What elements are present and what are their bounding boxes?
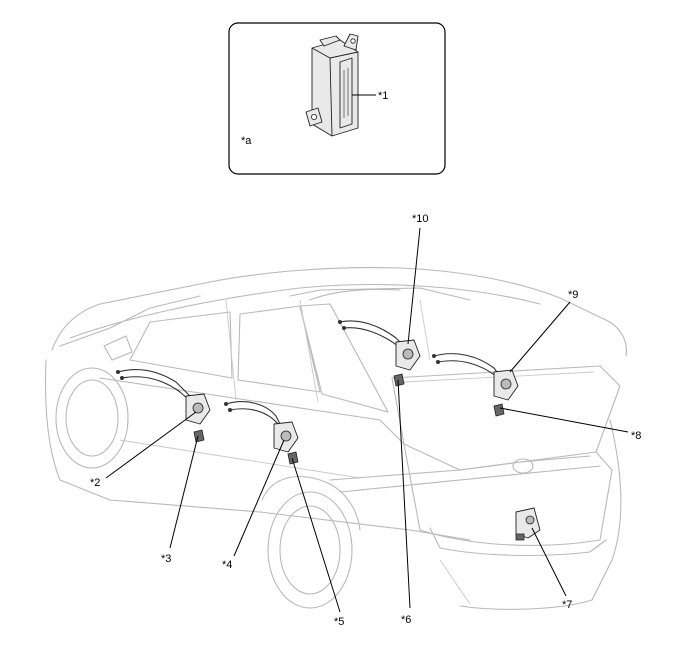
callout-a: *a	[241, 135, 252, 147]
callout-2: *2	[90, 477, 100, 489]
front-door-lock-assembly	[116, 369, 211, 443]
inset-panel: *1 *a	[228, 22, 446, 175]
callout-7: *7	[562, 599, 572, 611]
callout-5: *5	[334, 616, 344, 628]
back-door-latch-assembly	[515, 507, 541, 541]
callout-8: *8	[631, 430, 641, 442]
vehicle-outline	[44, 267, 627, 610]
callout-4: *4	[222, 559, 232, 571]
callout-1: *1	[378, 90, 388, 102]
callout-6: *6	[401, 614, 411, 626]
back-door-lock-assembly	[432, 353, 519, 417]
rear-door-lock-assembly	[224, 401, 299, 465]
control-unit-illustration	[305, 33, 359, 137]
callout-9: *9	[568, 289, 578, 301]
callout-3: *3	[161, 553, 171, 565]
rear-right-door-lock-assembly	[338, 320, 421, 387]
leader-lines	[105, 227, 629, 613]
callout-10: *10	[412, 213, 429, 225]
